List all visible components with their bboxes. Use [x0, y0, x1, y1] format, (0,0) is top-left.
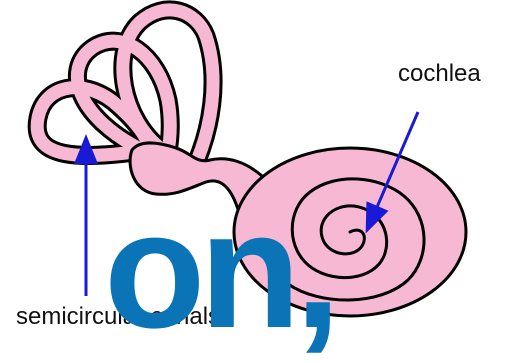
cochlea-label: cochlea — [398, 60, 481, 88]
semicircular-canals-shape — [37, 10, 213, 172]
overlay-caption-text: on, — [104, 188, 335, 354]
